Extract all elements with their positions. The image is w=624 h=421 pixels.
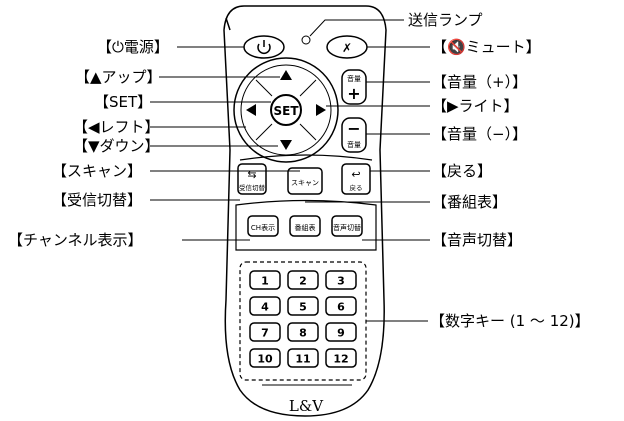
audio-switch-button[interactable]: 音声切替 <box>331 215 363 237</box>
callout-input-switch: 【受信切替】 <box>52 191 142 209</box>
input-switch-button[interactable]: ⇆ 受信切替 <box>237 163 267 195</box>
number-key-10[interactable]: 10 <box>249 348 281 368</box>
mute-button[interactable]: ✗ <box>326 35 368 59</box>
number-key-11[interactable]: 11 <box>287 348 319 368</box>
middle-panel <box>235 199 377 251</box>
left-arrow-icon[interactable] <box>246 104 256 116</box>
callout-right: 【▶ライト】 <box>432 97 519 115</box>
brand-logo: L&V <box>289 397 324 415</box>
back-arrow-icon: ↩ <box>351 168 360 181</box>
power-button[interactable] <box>243 35 285 59</box>
number-key-3[interactable]: 3 <box>325 270 357 290</box>
number-key-label: 2 <box>299 275 307 288</box>
number-key-label: 3 <box>337 275 345 288</box>
callout-number-keys: 【数字キー (1 ～ 12)】 <box>430 312 590 330</box>
volume-up-label: 音量 <box>347 74 361 83</box>
number-key-label: 11 <box>295 353 310 366</box>
program-guide-button[interactable]: 番組表 <box>289 215 321 237</box>
callout-up: 【▲アップ】 <box>75 68 162 86</box>
callout-lamp: 送信ランプ <box>408 11 483 29</box>
volume-down-label: 音量 <box>347 140 361 149</box>
back-button[interactable]: ↩ 戻る <box>341 163 371 195</box>
number-key-label: 12 <box>333 353 348 366</box>
channel-display-label: CH表示 <box>251 223 275 232</box>
scan-label: スキャン <box>291 179 319 187</box>
plus-icon: + <box>347 84 360 103</box>
number-key-8[interactable]: 8 <box>287 322 319 342</box>
callout-lines <box>150 19 430 322</box>
number-key-9[interactable]: 9 <box>325 322 357 342</box>
volume-up-button[interactable]: 音量 + <box>341 69 367 105</box>
number-key-label: 6 <box>337 301 345 314</box>
right-arrow-icon[interactable] <box>316 104 326 116</box>
callout-program-guide: 【番組表】 <box>432 193 507 211</box>
callout-power: 【⏻電源】 <box>97 38 169 56</box>
return-arrow-icon: ⇆ <box>247 168 256 181</box>
down-arrow-icon[interactable] <box>280 140 292 150</box>
remote-body <box>223 5 387 417</box>
number-key-12[interactable]: 12 <box>325 348 357 368</box>
number-key-6[interactable]: 6 <box>325 296 357 316</box>
callout-scan: 【スキャン】 <box>52 162 142 180</box>
callout-mute: 【🔇ミュート】 <box>432 38 541 56</box>
number-key-label: 4 <box>261 301 269 314</box>
number-key-label: 9 <box>337 327 345 340</box>
audio-switch-label: 音声切替 <box>333 223 361 232</box>
callout-channel-display: 【チャンネル表示】 <box>8 231 143 249</box>
number-key-5[interactable]: 5 <box>287 296 319 316</box>
callout-volume-up: 【音量（+）】 <box>432 73 527 91</box>
number-key-1[interactable]: 1 <box>249 270 281 290</box>
number-key-label: 10 <box>257 353 273 366</box>
scan-button[interactable]: スキャン <box>287 167 323 195</box>
up-arrow-icon[interactable] <box>280 70 292 80</box>
number-key-2[interactable]: 2 <box>287 270 319 290</box>
callout-back: 【戻る】 <box>432 162 492 180</box>
number-key-label: 8 <box>299 327 307 340</box>
number-key-label: 1 <box>261 275 269 288</box>
number-key-7[interactable]: 7 <box>249 322 281 342</box>
callout-volume-down: 【音量（−）】 <box>432 125 527 143</box>
number-key-4[interactable]: 4 <box>249 296 281 316</box>
minus-icon: − <box>347 119 360 138</box>
program-guide-label: 番組表 <box>295 223 316 232</box>
mute-icon: ✗ <box>342 41 352 55</box>
back-label: 戻る <box>350 183 363 192</box>
callout-set: 【SET】 <box>94 93 152 111</box>
number-key-label: 7 <box>261 327 269 340</box>
channel-display-button[interactable]: CH表示 <box>247 215 279 237</box>
callout-left: 【◀レフト】 <box>73 118 160 136</box>
number-key-label: 5 <box>299 301 307 314</box>
callout-down: 【▼ダウン】 <box>73 137 160 155</box>
input-switch-label: 受信切替 <box>239 183 266 192</box>
set-label: SET <box>273 104 299 118</box>
lamp-indicator <box>301 35 311 45</box>
power-icon <box>257 40 271 54</box>
volume-down-button[interactable]: − 音量 <box>341 117 367 153</box>
set-button[interactable]: SET <box>270 94 302 126</box>
row-divider <box>239 154 373 161</box>
callout-audio-switch: 【音声切替】 <box>432 231 522 249</box>
